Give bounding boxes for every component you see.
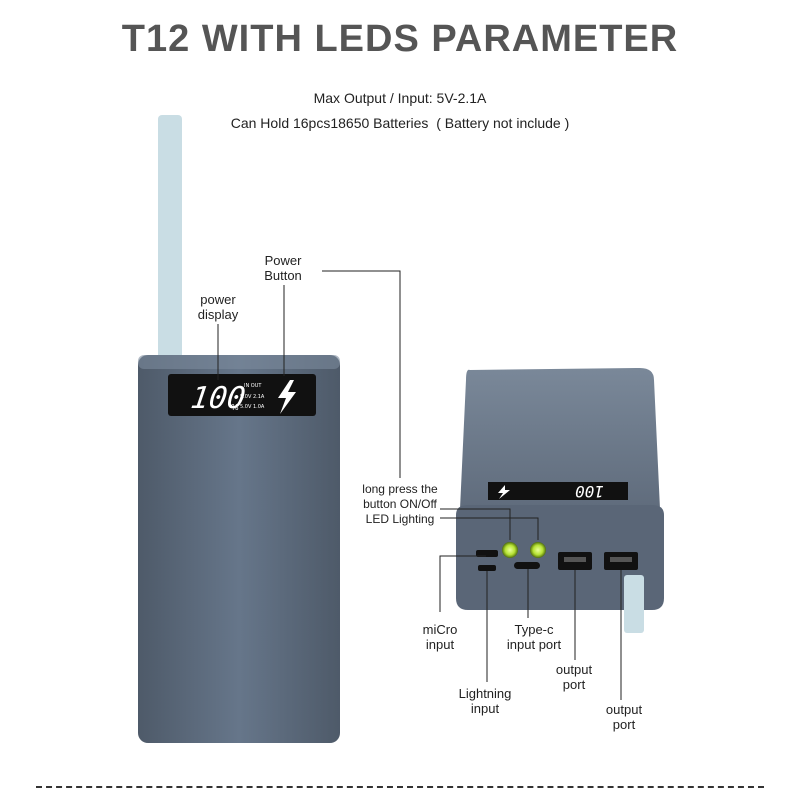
label-lightning-input: Lightning input	[448, 686, 522, 716]
spec-output-input: Max Output / Input: 5V-2.1A	[313, 90, 487, 106]
green-led-icon	[502, 542, 518, 558]
label-power-button: Power Button	[253, 253, 313, 283]
label-line: long press the	[362, 482, 438, 496]
label-typec-input: Type-c input port	[494, 622, 574, 652]
label-long-press: long press the button ON/Off LED Lightin…	[352, 482, 448, 527]
label-line: LED Lighting	[365, 512, 435, 526]
spec-capacity: Can Hold 16pcs18650 Batteries ( Battery …	[230, 115, 570, 131]
leader-lines	[217, 270, 622, 700]
label-line: input	[425, 637, 455, 652]
green-led-icon	[530, 542, 546, 558]
label-line: Power	[264, 253, 302, 268]
display-line-2: 5.0V 1.0A	[240, 404, 265, 410]
label-line: button ON/Off	[363, 497, 437, 511]
display-line-1: 5.0V 2.1A	[240, 394, 265, 400]
label-micro-input: miCro input	[412, 622, 468, 652]
label-line: display	[197, 307, 239, 322]
label-line: Type-c	[514, 622, 554, 637]
lightning-bolt-icon	[278, 380, 296, 414]
label-line: miCro	[422, 622, 458, 637]
label-output-port-2: output port	[594, 702, 654, 732]
label-line: port	[612, 717, 636, 732]
label-line: power	[200, 292, 236, 307]
label-output-port-1: output port	[544, 662, 604, 692]
micro-usb-port	[476, 550, 498, 557]
lanyard-strap	[158, 115, 182, 365]
label-line: Button	[264, 268, 302, 283]
display-reading: 100	[189, 381, 248, 416]
label-line: Lightning	[458, 686, 512, 701]
label-line: output	[605, 702, 643, 717]
display-in-out: IN OUT	[244, 383, 262, 389]
power-display: 100 % IN OUT 5.0V 2.1A 5.0V 1.0A	[168, 374, 316, 416]
power-bank-front: 100 % IN OUT 5.0V 2.1A 5.0V 1.0A	[138, 115, 340, 743]
side-bolt-icon	[498, 485, 510, 499]
display-percent: %	[231, 403, 239, 412]
label-line: input port	[506, 637, 562, 652]
lightning-port	[478, 565, 496, 571]
label-line: port	[562, 677, 586, 692]
power-bank-side: 100	[456, 368, 664, 633]
page-title: T12 WITH LEDS PARAMETER	[121, 18, 679, 60]
label-line: output	[555, 662, 593, 677]
side-display-reading: 100	[575, 482, 604, 501]
label-line: input	[470, 701, 500, 716]
dashed-divider	[36, 786, 764, 788]
side-display: 100	[488, 482, 628, 501]
type-c-port	[514, 562, 540, 569]
label-power-display: power display	[188, 292, 248, 322]
usb-cable	[624, 575, 644, 633]
